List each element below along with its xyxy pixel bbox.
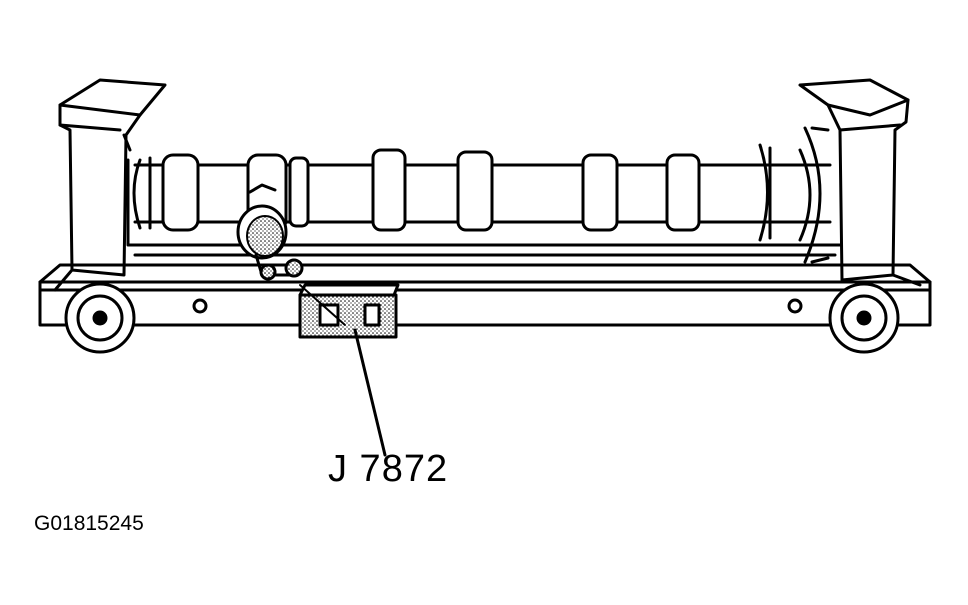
right-pivot-wheel [828,282,900,354]
right-support-stand [798,78,922,287]
callout-leader-line [353,328,387,457]
left-pivot-wheel [64,282,136,354]
dial-indicator [236,183,304,281]
magnetic-base [298,283,400,339]
left-support-stand [53,78,167,292]
tool-callout-label: J 7872 [328,448,449,490]
camshaft [132,126,832,264]
base-rail [38,263,932,327]
figure-id: G01815245 [34,512,144,535]
